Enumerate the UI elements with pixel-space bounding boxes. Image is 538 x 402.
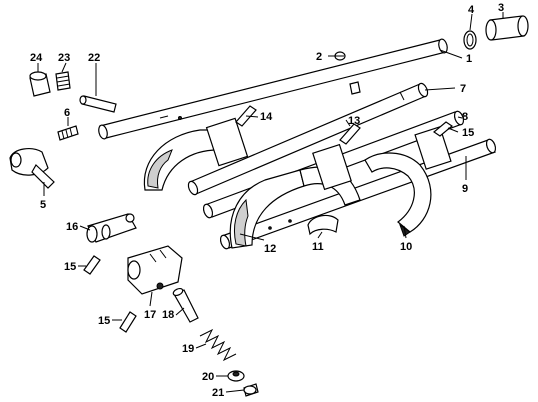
callout-24: 24 — [30, 52, 43, 64]
pin-6 — [57, 125, 79, 141]
callout-16: 16 — [66, 221, 78, 233]
plug-24 — [29, 71, 51, 97]
spring-19 — [199, 328, 237, 362]
screw-23 — [55, 71, 71, 91]
shift-rod-7 — [187, 82, 429, 196]
callout-10: 10 — [400, 241, 412, 253]
spring-pin-15b — [119, 311, 137, 333]
callout-15-top: 15 — [462, 127, 474, 139]
callout-23: 23 — [58, 52, 70, 64]
callout-14: 14 — [260, 111, 273, 123]
callout-6: 6 — [64, 107, 70, 119]
pin-22 — [79, 95, 117, 113]
callout-18: 18 — [162, 309, 174, 321]
fork-11 — [307, 214, 339, 236]
callout-2: 2 — [316, 51, 322, 63]
screw-21 — [243, 383, 259, 397]
shift-fork-middle — [229, 143, 361, 249]
callout-8: 8 — [462, 111, 468, 123]
shift-fork-10 — [364, 126, 452, 237]
callout-1: 1 — [466, 53, 472, 65]
callout-12: 12 — [264, 243, 276, 255]
callout-19: 19 — [182, 343, 194, 355]
leader-lines — [37, 12, 504, 393]
callout-21: 21 — [212, 387, 224, 399]
callout-labels: 1 2 3 4 5 6 7 8 9 10 11 12 13 14 15 15 1… — [30, 2, 504, 399]
plug-3 — [485, 15, 529, 41]
selector-5 — [9, 148, 55, 189]
callout-22: 22 — [88, 52, 100, 64]
callout-15-low: 15 — [98, 315, 110, 327]
callout-3: 3 — [498, 2, 504, 14]
callout-4: 4 — [468, 4, 475, 16]
circlip-4 — [463, 30, 477, 50]
shift-rod-1 — [98, 38, 448, 140]
interlock-pin — [349, 81, 361, 95]
shift-fork-left — [143, 117, 249, 191]
ball-2 — [334, 51, 346, 61]
callout-15-mid: 15 — [64, 261, 76, 273]
selector-17 — [127, 245, 183, 295]
plunger-18 — [172, 287, 199, 323]
callout-11: 11 — [312, 241, 324, 253]
callout-20: 20 — [202, 371, 214, 383]
callout-7: 7 — [460, 83, 466, 95]
selector-16 — [86, 213, 137, 243]
nut-20 — [227, 370, 245, 382]
callout-5: 5 — [40, 199, 46, 211]
callout-17: 17 — [144, 309, 156, 321]
spring-pin-15a — [83, 255, 101, 275]
callout-13: 13 — [348, 115, 360, 127]
callout-9: 9 — [462, 183, 468, 195]
